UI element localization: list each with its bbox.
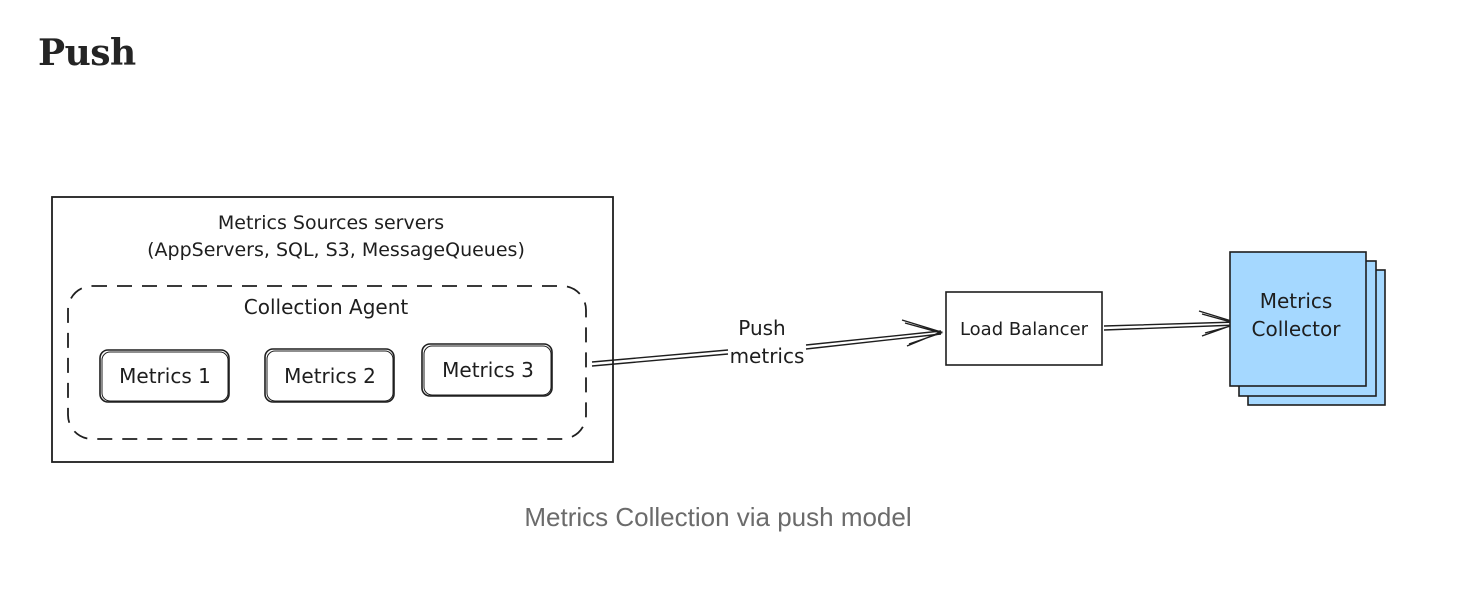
- load-balancer-box: [945, 291, 1103, 366]
- metrics-1-box-sketch: [101, 351, 229, 402]
- metrics-2-box-sketch: [266, 350, 394, 402]
- push-arrow-head: [901, 319, 944, 347]
- metrics-2-label: Metrics 2: [284, 364, 376, 388]
- section-heading: Push: [38, 32, 136, 74]
- collection-agent-box: [67, 285, 587, 440]
- metrics-2-box: [264, 348, 395, 403]
- metrics-3-label: Metrics 3: [442, 358, 534, 382]
- collector-label-line1: Metrics: [1260, 289, 1333, 313]
- load-balancer-label: Load Balancer: [960, 319, 1089, 340]
- metrics-1-label: Metrics 1: [119, 364, 211, 388]
- metrics-sources-title: Metrics Sources servers: [218, 212, 444, 234]
- collector-card-front: [1229, 251, 1367, 387]
- metrics-3-box-sketch: [423, 345, 552, 396]
- metrics-1-box: [99, 349, 230, 403]
- metrics-sources-box: [51, 196, 614, 463]
- metrics-label: metrics: [730, 344, 805, 368]
- collection-agent-label: Collection Agent: [244, 295, 409, 319]
- metrics-3-box: [421, 343, 553, 397]
- collector-label-line2: Collector: [1252, 317, 1342, 341]
- collector-arrow-line: [1103, 321, 1238, 331]
- push-arrow-line: [591, 330, 942, 367]
- push-label: Push: [738, 316, 785, 340]
- figure-caption: Metrics Collection via push model: [524, 502, 912, 532]
- metrics-sources-subtitle: (AppServers, SQL, S3, MessageQueues): [147, 239, 525, 261]
